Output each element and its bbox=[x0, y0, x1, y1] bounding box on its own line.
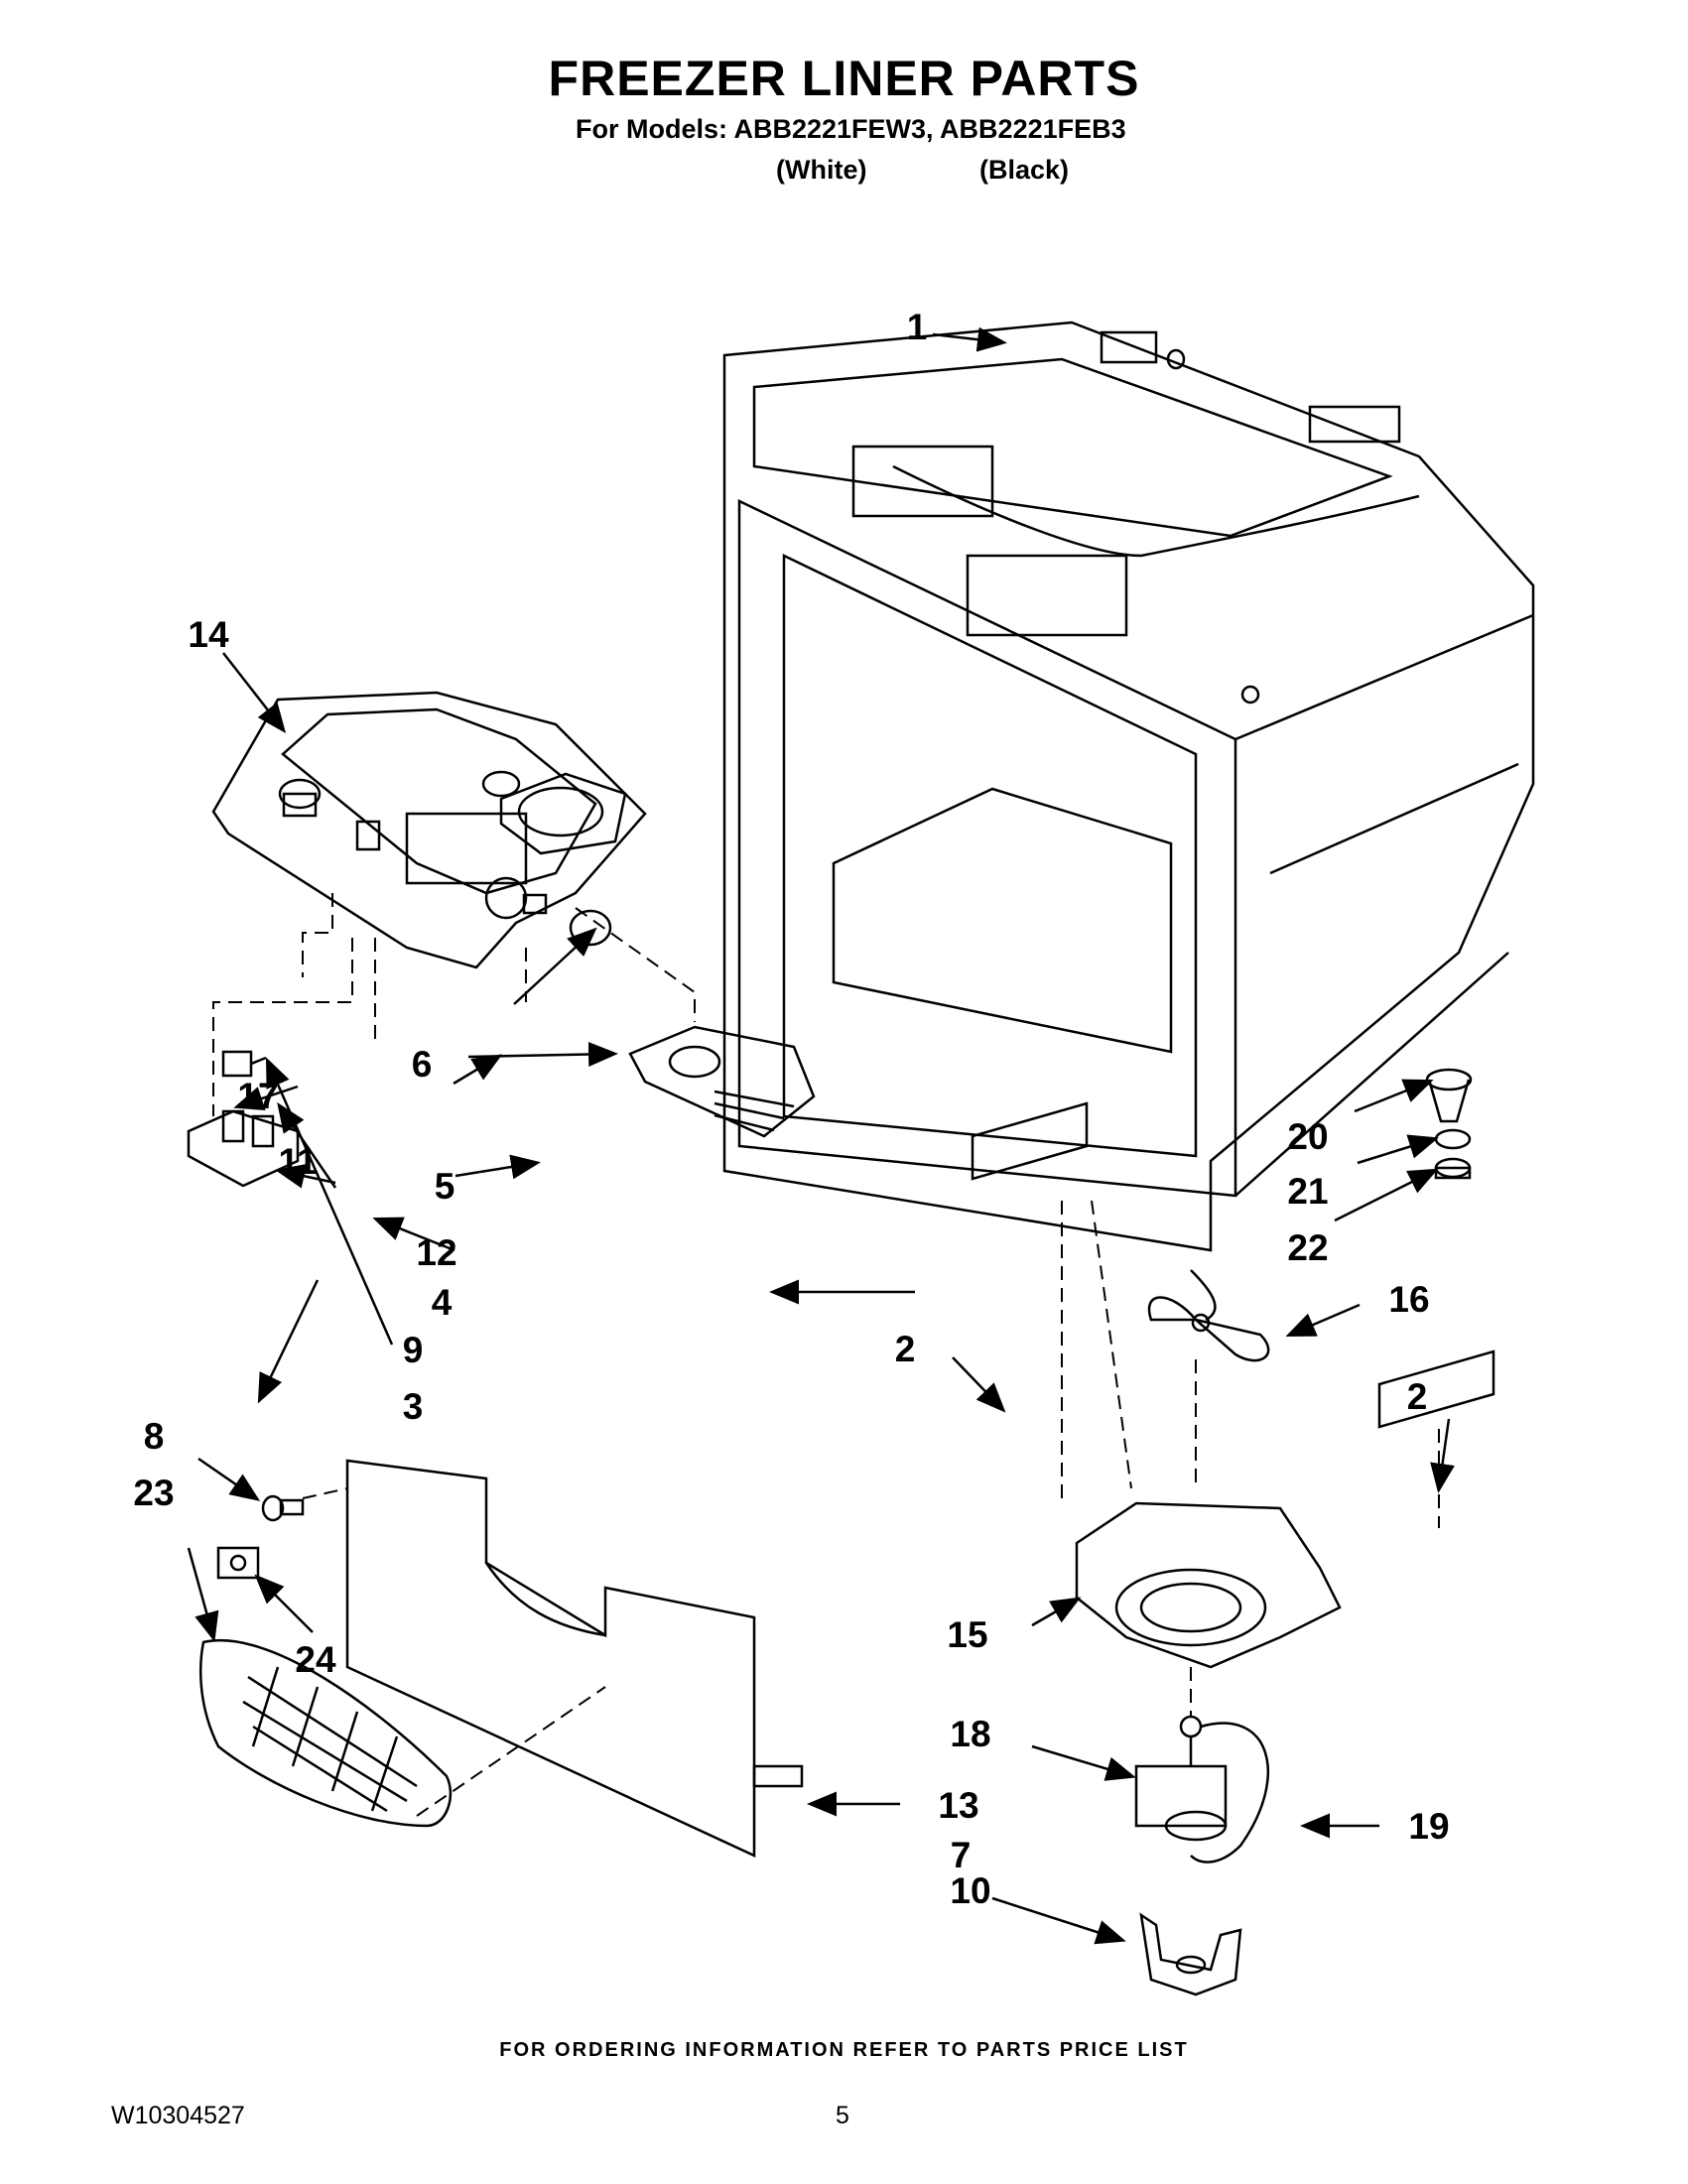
part-14-control-housing[interactable] bbox=[211, 691, 647, 969]
part-15-fan-shroud[interactable] bbox=[1075, 1501, 1342, 1669]
part-16-fan-blade[interactable] bbox=[1147, 1269, 1270, 1362]
callout-2-left: 2 bbox=[895, 1329, 916, 1369]
part-13-gasket-strip[interactable] bbox=[752, 1764, 804, 1788]
callout-10: 10 bbox=[950, 1870, 990, 1911]
callout-5: 5 bbox=[435, 1166, 455, 1207]
part-6-light-shield[interactable] bbox=[499, 772, 627, 855]
models-line: For Models: ABB2221FEW3, ABB2221FEB3 bbox=[576, 114, 1126, 144]
part-17-knob[interactable] bbox=[278, 778, 322, 818]
callout-leader-arrows bbox=[187, 326, 1455, 1945]
callout-22: 22 bbox=[1287, 1227, 1328, 1268]
callout-11: 11 bbox=[278, 1141, 317, 1182]
callout-18: 18 bbox=[950, 1714, 990, 1754]
callout-3: 3 bbox=[403, 1386, 424, 1427]
callout-4: 4 bbox=[432, 1282, 453, 1323]
callout-8: 8 bbox=[144, 1416, 165, 1457]
ordering-info-note: FOR ORDERING INFORMATION REFER TO PARTS … bbox=[499, 2039, 1189, 2061]
part-2-insulation-left[interactable] bbox=[971, 1101, 1089, 1181]
callout-13: 13 bbox=[938, 1785, 978, 1826]
callout-1: 1 bbox=[907, 307, 928, 347]
assembly-dash-lines bbox=[212, 893, 1440, 1817]
callout-7: 7 bbox=[951, 1835, 972, 1875]
part-19-wire-harness[interactable] bbox=[1190, 1722, 1270, 1863]
part-9-thermistor[interactable] bbox=[221, 1050, 267, 1078]
callout-15: 15 bbox=[947, 1614, 987, 1655]
part-24-bracket[interactable] bbox=[216, 1546, 260, 1580]
callout-21: 21 bbox=[1287, 1171, 1328, 1212]
callout-6: 6 bbox=[412, 1044, 433, 1085]
callout-2-right: 2 bbox=[1407, 1376, 1428, 1417]
callout-17: 17 bbox=[237, 1076, 278, 1116]
part-21-o-ring[interactable] bbox=[1434, 1128, 1472, 1150]
part-1-freezer-liner[interactable] bbox=[722, 321, 1535, 1252]
document-number: W10304527 bbox=[111, 2102, 245, 2129]
callout-16: 16 bbox=[1388, 1279, 1429, 1320]
callout-23: 23 bbox=[133, 1473, 174, 1513]
part-7-rear-panel[interactable] bbox=[345, 1459, 756, 1858]
part-2-insulation-right[interactable] bbox=[1377, 1349, 1495, 1429]
page-number: 5 bbox=[836, 2102, 849, 2129]
part-18-fan-motor[interactable] bbox=[1134, 1715, 1228, 1842]
callout-19: 19 bbox=[1408, 1806, 1449, 1847]
part-23-vent-grille[interactable] bbox=[199, 1639, 453, 1828]
part-11-switch[interactable] bbox=[355, 820, 381, 851]
callout-9: 9 bbox=[403, 1330, 424, 1370]
part-20-grommet[interactable] bbox=[1425, 1068, 1473, 1123]
part-3-control-box[interactable] bbox=[187, 1109, 300, 1188]
callout-24: 24 bbox=[295, 1639, 336, 1680]
callout-20: 20 bbox=[1287, 1116, 1328, 1157]
part-4-light-housing[interactable] bbox=[628, 1025, 816, 1138]
callout-14: 14 bbox=[188, 614, 229, 655]
part-22-washer[interactable] bbox=[1434, 1157, 1472, 1180]
variant-white-label: (White) bbox=[776, 155, 867, 185]
page-title: FREEZER LINER PARTS bbox=[548, 51, 1140, 106]
part-10-motor-bracket[interactable] bbox=[1139, 1912, 1242, 1996]
callout-12: 12 bbox=[416, 1232, 456, 1273]
part-8-screw[interactable] bbox=[261, 1494, 305, 1522]
variant-black-label: (Black) bbox=[979, 155, 1070, 185]
part-5-light-bulb[interactable] bbox=[484, 876, 548, 920]
